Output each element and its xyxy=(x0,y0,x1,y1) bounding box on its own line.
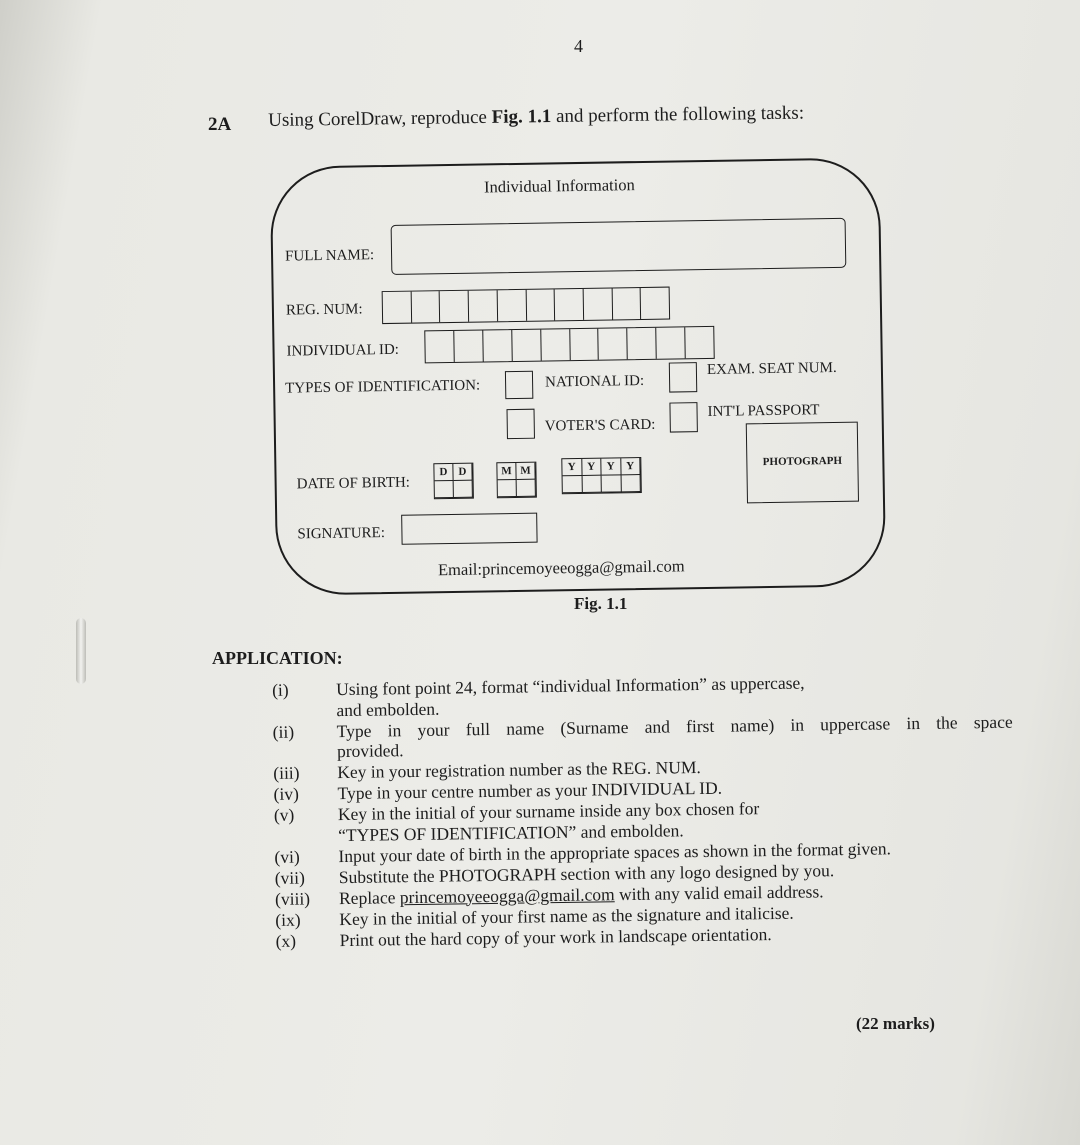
dob-year-letter: Y xyxy=(562,458,583,477)
types-of-identification-label: TYPES OF IDENTIFICATION: xyxy=(285,377,481,397)
task-list: (i) Using font point 24, format “individ… xyxy=(272,670,1016,952)
dob-day-letter: D xyxy=(434,463,454,482)
signature-label: SIGNATURE: xyxy=(297,525,386,543)
task-number: (vii) xyxy=(274,867,306,888)
task-number: (x) xyxy=(275,930,297,951)
voters-card-checkbox[interactable] xyxy=(506,408,535,440)
figure-caption: Fig. 1.1 xyxy=(574,594,628,613)
date-of-birth-label: DATE OF BIRTH: xyxy=(296,474,411,493)
task-number: (vi) xyxy=(274,846,300,867)
dob-year-cells[interactable]: Y Y Y Y xyxy=(561,457,642,495)
task-text-pre: Replace xyxy=(338,886,400,908)
task-text-post: with any valid email address. xyxy=(614,880,824,904)
dob-month-letter: M xyxy=(497,462,517,481)
photograph-label: PHOTOGRAPH xyxy=(762,454,843,469)
dob-year-letter: Y xyxy=(620,458,641,476)
application-heading: APPLICATION: xyxy=(212,648,343,668)
task-number: (iii) xyxy=(273,762,300,783)
reg-num-label: REG. NUM: xyxy=(285,301,363,319)
task-number: (ii) xyxy=(272,721,295,742)
task-number: (ix) xyxy=(275,909,301,930)
signature-field[interactable] xyxy=(401,512,538,545)
voters-card-label: VOTER'S CARD: xyxy=(544,416,656,435)
photograph-box[interactable]: PHOTOGRAPH xyxy=(745,421,859,504)
full-name-field[interactable] xyxy=(390,217,847,275)
reg-num-cells[interactable] xyxy=(381,286,671,325)
question-number: 2A xyxy=(208,114,232,135)
dob-year-letter: Y xyxy=(581,458,602,476)
types-of-identification-checkbox[interactable] xyxy=(504,370,534,400)
email-link[interactable]: princemoyeeogga@gmail.com xyxy=(399,883,615,907)
question-text-before: Using CorelDraw, reproduce xyxy=(268,106,492,131)
task-number: (iv) xyxy=(273,783,300,804)
full-name-label: FULL NAME: xyxy=(284,247,375,265)
dob-month-letter: M xyxy=(516,462,536,480)
intl-passport-label: INT'L PASSPORT xyxy=(707,402,820,420)
task-number: (i) xyxy=(272,679,289,700)
national-id-checkbox[interactable] xyxy=(668,362,698,393)
dob-month-cells[interactable]: M M xyxy=(496,461,537,499)
marks-total: (22 marks) xyxy=(856,1014,935,1033)
page-number: 4 xyxy=(574,36,583,56)
task-number: (viii) xyxy=(274,887,311,909)
exam-seat-label: EXAM. SEAT NUM. xyxy=(706,359,837,378)
individual-id-label: INDIVIDUAL ID: xyxy=(286,341,400,360)
email-text: Email:princemoyeeogga@gmail.com xyxy=(437,556,685,580)
form-title: Individual Information xyxy=(483,175,635,197)
dob-day-letter: D xyxy=(453,463,473,481)
individual-id-cells[interactable] xyxy=(424,325,715,364)
dob-day-cells[interactable]: D D xyxy=(433,462,474,500)
form-figure: Individual Information FULL NAME: REG. N… xyxy=(269,157,887,596)
national-id-label: NATIONAL ID: xyxy=(544,372,645,391)
question-fig-ref: Fig. 1.1 xyxy=(491,106,552,128)
page-edge-fold xyxy=(76,618,86,684)
task-number: (v) xyxy=(273,804,295,825)
dob-year-letter: Y xyxy=(601,458,622,476)
question-text: Using CorelDraw, reproduce Fig. 1.1 and … xyxy=(268,103,804,132)
intl-passport-checkbox[interactable] xyxy=(669,402,698,433)
question-text-after: and perform the following tasks: xyxy=(551,102,805,128)
